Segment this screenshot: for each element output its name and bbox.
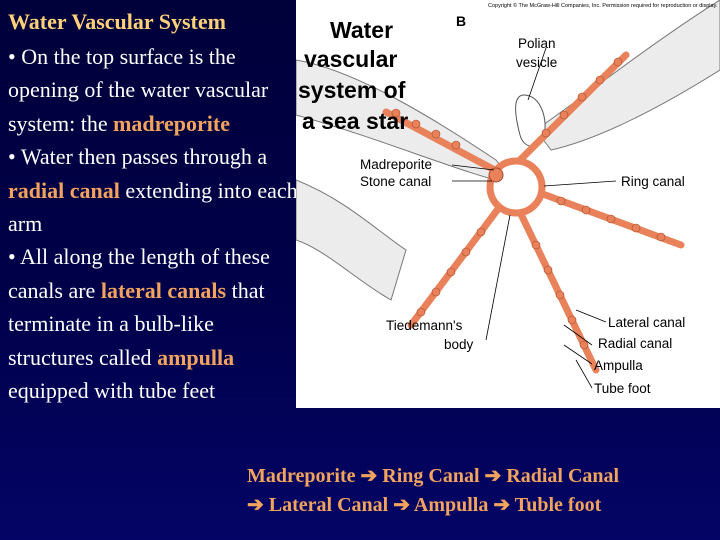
bullet-paragraph: • Water then passes through a radial can… — [8, 140, 298, 240]
label-stone-canal: Stone canal — [360, 174, 431, 189]
flow-step-madreporite: Madreporite — [247, 465, 356, 487]
flow-step-ring-canal: Ring Canal — [382, 465, 480, 487]
label-ring-canal: Ring canal — [621, 174, 685, 189]
paragraph-text: extending into each arm — [8, 177, 298, 237]
paragraph-text: Water then passes through a — [20, 144, 268, 170]
ampulla-row — [391, 57, 666, 350]
label-tiedemann: Tiedemann's — [386, 318, 463, 333]
paragraph-text: On the top surface is the opening of the… — [8, 44, 269, 136]
flow-step-lateral-canal: Lateral Canal — [268, 494, 389, 516]
paragraph-text: All along the length of these canals are — [8, 244, 270, 303]
leader-lines — [451, 47, 617, 389]
flow-step-ampulla: Ampulla — [413, 494, 489, 516]
diagram-title-line: Water — [330, 17, 393, 43]
arm-outline-left — [296, 179, 407, 301]
right-arrow-icon: ➔ — [247, 494, 264, 516]
highlight-term: radial canal — [8, 177, 120, 203]
right-arrow-icon: ➔ — [393, 494, 410, 516]
bullet-icon: • — [8, 44, 16, 69]
label-madreporite: Madreporite — [360, 157, 432, 172]
arm-outline-upper-right — [535, 0, 720, 151]
label-lateral-canal: Lateral canal — [608, 315, 685, 330]
right-arrow-icon: ➔ — [493, 494, 511, 516]
label-polian: Polian — [518, 36, 556, 51]
sea-star-diagram: Copyright © The McGraw-Hill Companies, I… — [296, 0, 720, 408]
sea-star-diagram-svg: Copyright © The McGraw-Hill Companies, I… — [296, 0, 720, 396]
copyright-notice: Copyright © The McGraw-Hill Companies, I… — [488, 2, 718, 9]
label-vesicle: vesicle — [516, 55, 557, 70]
slide-title: Water Vascular System — [8, 9, 226, 34]
paragraph-text: equipped with tube feet — [8, 378, 216, 404]
highlight-term: lateral canals — [100, 277, 227, 303]
radial-canals — [382, 51, 685, 374]
bullet-icon: • — [8, 144, 16, 170]
bullet-paragraph: • All along the length of these canals a… — [8, 240, 298, 407]
paragraph-text: that terminate in a bulb-like structures… — [8, 277, 265, 370]
diagram-title-line: system of — [298, 77, 406, 103]
slide-body: • On the top surface is the opening of t… — [8, 40, 298, 407]
label-radial-canal: Radial canal — [598, 336, 672, 351]
label-tube-foot: Tube foot — [594, 381, 651, 396]
right-arrow-icon: ➔ — [484, 465, 502, 487]
madreporite-shape — [488, 167, 504, 183]
diagram-title-line: vascular — [304, 46, 397, 72]
flow-step-tube-foot: Tuble foot — [514, 494, 602, 516]
label-ampulla: Ampulla — [594, 358, 643, 373]
diagram-title: Water vascular system of a sea star — [298, 17, 408, 134]
flow-line-2: ➔ Lateral Canal ➔ Ampulla ➔ Tuble foot — [247, 493, 601, 517]
highlight-term: madreporite — [113, 110, 231, 136]
diagram-labels: Polian vesicle Madreporite Stone canal R… — [360, 36, 685, 396]
panel-letter: B — [456, 13, 466, 29]
diagram-title-line: a sea star — [302, 108, 408, 134]
flow-step-radial-canal: Radial Canal — [506, 465, 620, 487]
flow-line-1: Madreporite ➔ Ring Canal ➔ Radial Canal — [247, 464, 619, 488]
bullet-icon: • — [8, 244, 16, 270]
highlight-term: ampulla — [157, 344, 235, 370]
right-arrow-icon: ➔ — [360, 465, 378, 487]
label-tiedemann-body: body — [444, 337, 474, 352]
bullet-paragraph: • On the top surface is the opening of t… — [8, 40, 298, 140]
